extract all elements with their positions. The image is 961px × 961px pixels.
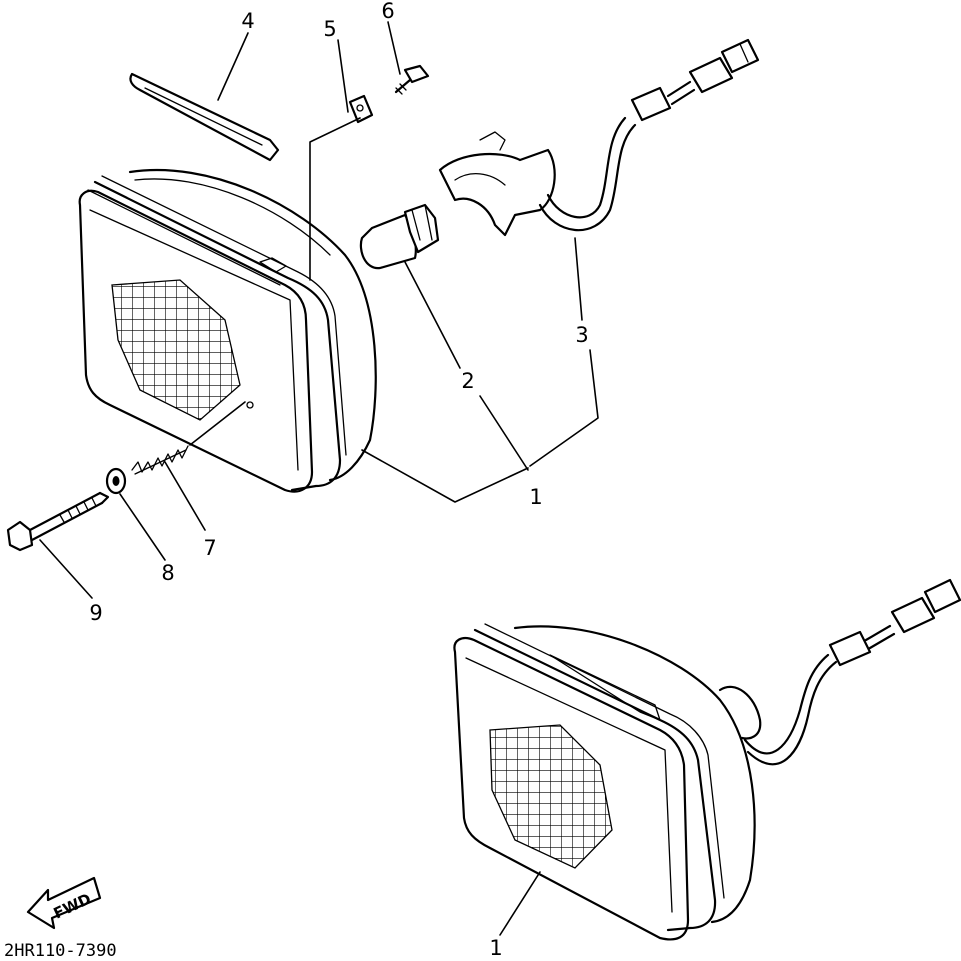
lens-grid-lower — [489, 724, 613, 869]
callout-4: 4 — [241, 9, 254, 33]
wire-harness — [538, 38, 760, 232]
forward-direction-arrow: FWD — [26, 876, 102, 930]
lens-grid — [111, 279, 241, 421]
washer — [105, 467, 127, 495]
callout-1-upper: 1 — [529, 485, 542, 509]
callout-9: 9 — [89, 601, 102, 625]
drawing-code: 2HR110-7390 — [4, 941, 117, 961]
spring — [131, 445, 189, 475]
trim-strip — [129, 72, 280, 162]
callout-5: 5 — [323, 17, 336, 41]
callout-2: 2 — [461, 369, 474, 393]
callout-3: 3 — [575, 323, 588, 347]
callout-1-lower: 1 — [489, 936, 502, 960]
headlight-assembled — [453, 578, 961, 941]
screw-6 — [394, 64, 430, 95]
headlight-assembly-exploded — [78, 168, 377, 493]
clip-nut — [348, 94, 374, 124]
callout-labels: 4 5 6 3 2 1 7 8 9 1 — [89, 0, 588, 960]
leader-lines — [39, 21, 599, 936]
bulb-socket — [438, 131, 556, 237]
adjusting-bolt — [6, 491, 110, 552]
callout-8: 8 — [161, 561, 174, 585]
callout-6: 6 — [381, 0, 394, 23]
bulb — [359, 203, 440, 270]
callout-7: 7 — [203, 536, 216, 560]
